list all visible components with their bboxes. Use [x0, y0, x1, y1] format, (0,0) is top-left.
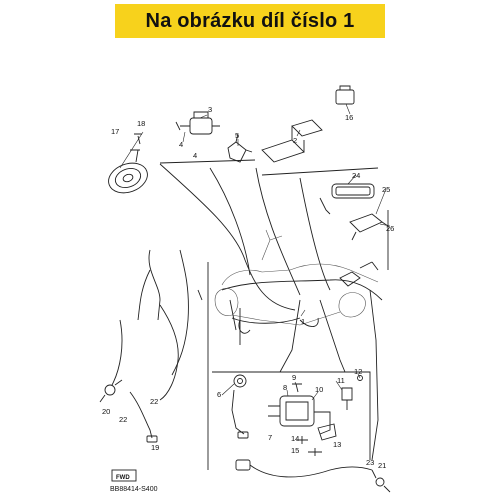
callout-14: 14 [291, 434, 299, 443]
callout-8: 8 [283, 383, 287, 392]
screw-18 [134, 133, 142, 145]
callout-18: 18 [137, 119, 145, 128]
callout-4a: 4 [179, 140, 183, 149]
banner-text: Na obrázku díl číslo 1 [145, 9, 355, 32]
callout-26: 26 [386, 224, 394, 233]
relay-part [175, 111, 220, 135]
callout-22b: 22 [119, 415, 127, 424]
callout-24: 24 [352, 171, 360, 180]
callout-5: 5 [235, 131, 239, 140]
wire-harness-part [159, 163, 383, 461]
callout-2: 2 [293, 136, 297, 145]
divider-top-right [261, 167, 379, 176]
starter-relay-part [268, 383, 331, 435]
divider-top-left [159, 159, 256, 164]
sensor-part-6 [231, 374, 249, 439]
bolt-14 [296, 436, 308, 444]
license-light-part [319, 183, 389, 241]
callout-11: 11 [337, 376, 345, 385]
leader-lines [119, 103, 391, 401]
abs-sensor-rear [235, 459, 391, 493]
callout-16: 16 [345, 113, 353, 122]
callout-25: 25 [382, 185, 390, 194]
callout-22a: 22 [150, 397, 158, 406]
callout-21: 21 [378, 461, 386, 470]
callout-labels: 17 18 3 4 4 5 2 16 24 25 26 1 20 22 22 1… [102, 105, 394, 481]
callout-23: 23 [366, 458, 374, 467]
abs-sensor-front [99, 379, 158, 443]
fwd-label: FWD [116, 475, 130, 481]
callout-13: 13 [333, 440, 341, 449]
horn-part [108, 149, 148, 194]
title-banner: Na obrázku díl číslo 1 [115, 4, 385, 38]
sensor-part-11 [341, 375, 363, 410]
fwd-box [111, 469, 137, 482]
callout-7: 7 [268, 433, 272, 442]
callout-15: 15 [291, 446, 299, 455]
callout-20: 20 [102, 407, 110, 416]
callout-12: 12 [354, 367, 362, 376]
callout-17: 17 [111, 127, 119, 136]
motorcycle-outline [214, 229, 379, 326]
abs-hose-left [111, 249, 203, 401]
callout-19: 19 [151, 443, 159, 452]
callout-4b: 4 [193, 151, 197, 160]
divider-mid-box [212, 371, 371, 460]
callout-1: 1 [301, 317, 305, 326]
connector-part-2 [261, 119, 323, 163]
callout-10: 10 [315, 385, 323, 394]
plug-cap-part [227, 133, 253, 163]
callout-3: 3 [208, 105, 212, 114]
connector-part-16 [335, 85, 355, 105]
callout-9: 9 [292, 373, 296, 382]
callout-6: 6 [217, 390, 221, 399]
diagram-code: BB88414-S400 [110, 486, 158, 493]
bolt-15 [308, 448, 322, 456]
bracket-13 [317, 423, 337, 441]
